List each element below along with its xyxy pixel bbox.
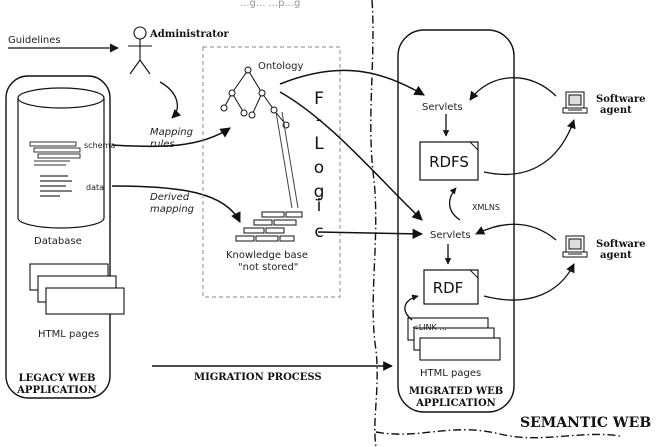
software-agent-bottom: Software agent <box>563 236 646 261</box>
caption-fragment: ...g... ...p...g <box>240 0 300 9</box>
knowledge-base-icon <box>236 212 302 241</box>
agent-2-label-line1: Software <box>596 239 646 250</box>
flogic-letter: L <box>314 134 324 154</box>
rdfs-label: RDFS <box>429 153 469 171</box>
rdfs-to-agent1-arrow <box>484 120 574 174</box>
migrated-app-title-line2: APPLICATION <box>415 398 496 409</box>
ontology-to-servlets-bottom-arrow <box>280 92 422 220</box>
schema-label: schema <box>84 141 115 150</box>
flogic-letter: o <box>314 158 324 178</box>
flogic-label: F - L o g i c <box>314 89 325 242</box>
kb-label-2: "not stored" <box>238 262 298 273</box>
agent1-to-servlets-arrow <box>470 78 556 100</box>
ontology-to-servlets-top-arrow <box>280 70 424 95</box>
computer-icon <box>563 236 587 257</box>
servlets-bottom-label: Servlets <box>430 230 471 241</box>
ontology-label: Ontology <box>258 61 303 72</box>
migrated-app-title-line1: MIGRATED WEB <box>409 386 503 397</box>
legacy-app-title-line1: LEGACY WEB <box>19 373 96 384</box>
administrator-label: Administrator <box>149 29 229 40</box>
computer-icon <box>563 92 587 113</box>
rdf-label: RDF <box>433 279 464 297</box>
data-label: data <box>86 183 104 192</box>
derived-mapping-label-1: Derived <box>150 192 190 203</box>
legacy-web-application: schema data Database HTML pages LEGACY W… <box>6 76 124 398</box>
xmlns-arrow <box>450 188 460 220</box>
migration-process-label: MIGRATION PROCESS <box>194 372 322 383</box>
rdf-to-agent2-arrow <box>484 264 574 300</box>
guidelines-label: Guidelines <box>8 35 61 46</box>
agent2-to-servlets-arrow <box>476 224 556 240</box>
agent-2-label-line2: agent <box>600 250 632 261</box>
link-tag-label: <LINK ... <box>412 323 447 332</box>
web-boundary-line <box>371 0 377 447</box>
legacy-app-title-line2: APPLICATION <box>16 385 97 396</box>
kb-label-1: Knowledge base <box>226 250 308 261</box>
agent-1-label-line1: Software <box>596 94 646 105</box>
admin-to-mapping-arrow <box>160 82 177 118</box>
administrator-figure <box>128 27 152 74</box>
mapping-rules-label-2: rules <box>150 139 175 150</box>
mapping-rules-label-1: Mapping <box>150 127 193 138</box>
servlets-top-label: Servlets <box>422 102 463 113</box>
flogic-letter: i <box>317 196 322 216</box>
flogic-letter: F <box>314 89 324 109</box>
xmlns-label: XMLNS <box>472 203 500 212</box>
legacy-html-pages-label: HTML pages <box>38 329 99 340</box>
link-to-rdf-arrow <box>405 296 418 320</box>
migrated-html-pages-label: HTML pages <box>420 368 481 379</box>
software-agent-top: Software agent <box>563 92 646 116</box>
kb-to-servlets-arrow <box>318 232 422 234</box>
migrated-web-application: Servlets RDFS XMLNS Servlets RDF <LINK .… <box>398 30 514 412</box>
semantic-web-label: SEMANTIC WEB <box>520 415 651 431</box>
ontology-tree-icon <box>221 67 289 128</box>
database-label: Database <box>34 236 82 247</box>
derived-mapping-label-2: mapping <box>150 204 194 215</box>
agent-1-label-line2: agent <box>600 105 632 116</box>
